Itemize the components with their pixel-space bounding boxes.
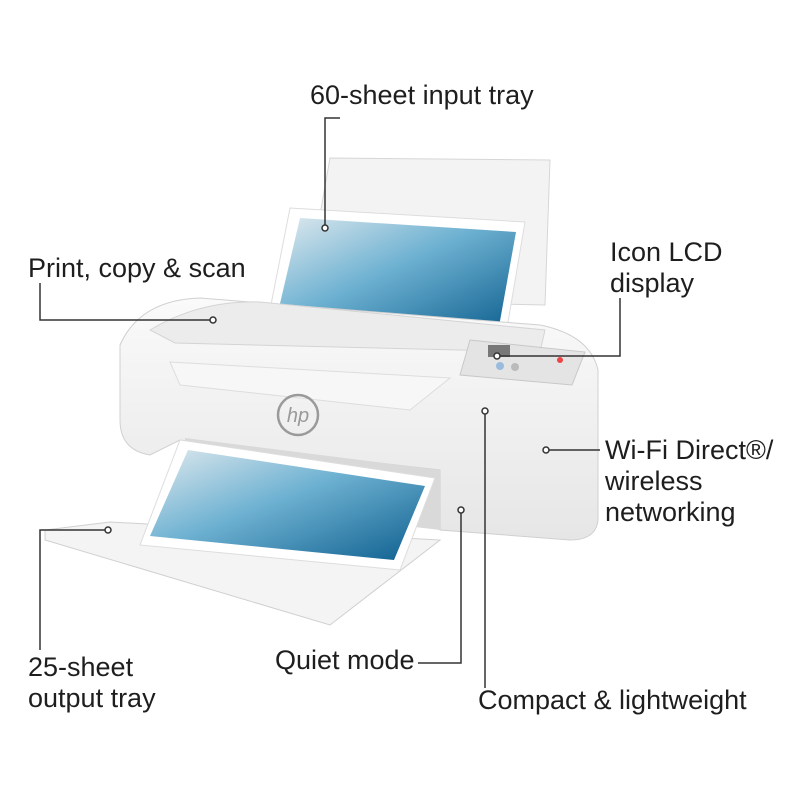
- callout-wifi-line1: Wi-Fi Direct®/: [605, 435, 774, 465]
- callout-output-line1: 25-sheet: [28, 652, 134, 682]
- callout-lcd-line2: display: [610, 268, 695, 298]
- callout-output-line2: output tray: [28, 683, 156, 713]
- callout-wifi-line3: networking: [605, 497, 736, 527]
- callout-wifi: Wi-Fi Direct®/ wireless networking: [605, 435, 773, 528]
- svg-text:hp: hp: [287, 405, 309, 427]
- callout-quiet-mode: Quiet mode: [275, 645, 415, 675]
- callout-print-copy-scan: Print, copy & scan: [28, 253, 246, 283]
- callout-compact: Compact & lightweight: [478, 685, 747, 715]
- callout-wifi-line2: wireless: [605, 466, 703, 496]
- leader-lines: [39, 117, 621, 688]
- callout-input-tray: 60-sheet input tray: [310, 80, 534, 110]
- callout-lcd-line1: Icon LCD: [610, 237, 723, 267]
- callout-output-tray: 25-sheet output tray: [28, 652, 156, 714]
- callout-lcd: Icon LCD display: [610, 237, 723, 299]
- callout-dots: [104, 224, 550, 534]
- lcd-display: [488, 345, 510, 357]
- hp-logo: [276, 393, 320, 437]
